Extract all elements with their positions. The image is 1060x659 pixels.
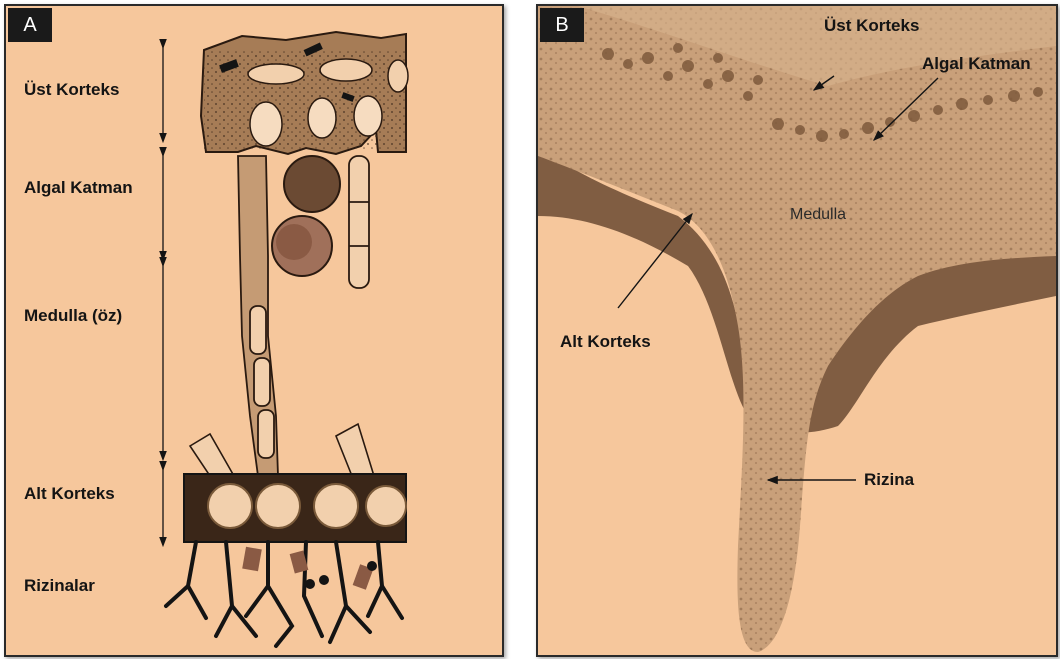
rhizine-particles [242,547,377,590]
panel-b-micrograph: B Üst Korteks Algal Katman Medulla Alt K… [536,4,1058,657]
label-b-algal-katman: Algal Katman [922,54,1031,74]
panel-a-schematic: A Üst Korteks Algal Katman Medulla (öz) … [4,4,504,657]
algal-cells [272,156,340,276]
rhizines [166,542,402,646]
upper-cortex-shape [201,32,408,154]
label-b-medulla: Medulla [790,206,846,224]
label-b-alt-korteks: Alt Korteks [560,332,651,352]
label-b-ust-korteks: Üst Korteks [824,16,919,36]
lower-cortex-shape [184,474,406,542]
schematic-drawing [6,6,502,655]
micrograph-drawing [538,6,1056,655]
label-b-rizina: Rizina [864,470,914,490]
panel-b-tag: B [540,8,584,42]
